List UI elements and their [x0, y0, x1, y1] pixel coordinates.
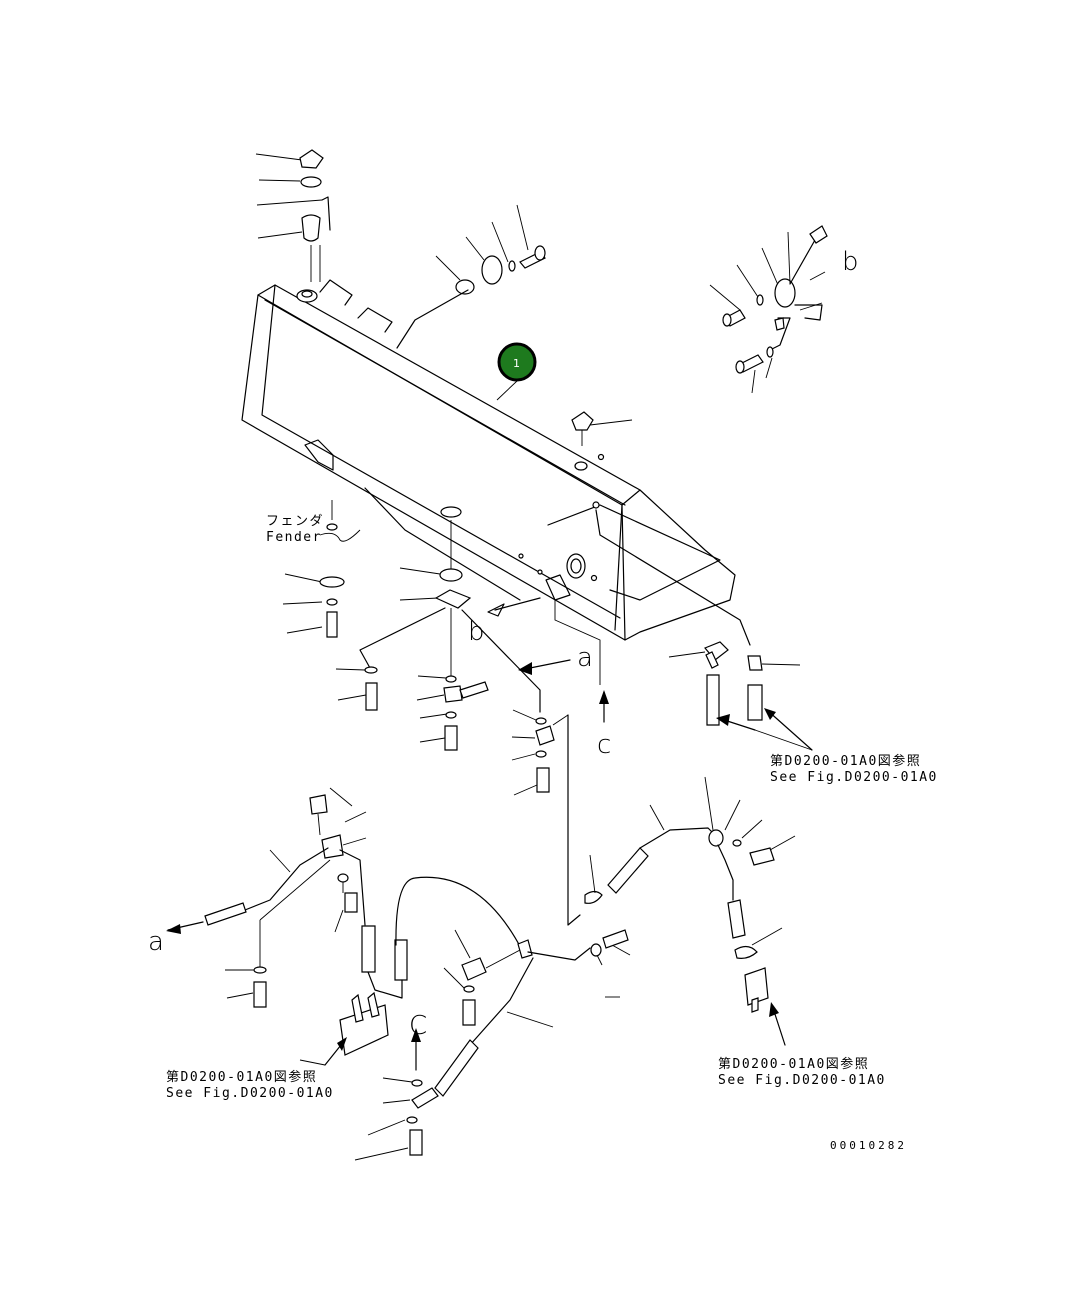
inspection-cover-assembly	[396, 204, 546, 349]
document-id: 00010282	[830, 1139, 907, 1152]
connection-letter-c: c	[597, 730, 611, 760]
connection-letter-b-mid: b	[468, 617, 485, 647]
hose-route-c	[554, 600, 601, 685]
callout-number: 1	[513, 357, 520, 370]
ref-label-a-en: See Fig.D0200-01A0	[770, 770, 938, 785]
connection-letter-a-top: a	[577, 643, 593, 673]
breather-cap	[571, 411, 633, 446]
bottom-center-bracket: C	[354, 929, 591, 1161]
connection-arrow-a: a	[518, 643, 593, 675]
valve-block-assembly: 第D0200-01A0図参照 See Fig.D0200-01A0	[166, 876, 523, 1101]
fender-label-jp: フェンダ	[266, 514, 324, 529]
suction-flange-assembly: b	[359, 506, 541, 713]
lower-left-hose-assembly: a	[148, 787, 367, 1008]
fuel-tank-body	[241, 279, 736, 641]
fender-mount: フェンダ Fender	[266, 500, 361, 638]
ref-label-c-en: See Fig.D0200-01A0	[166, 1086, 334, 1101]
right-side-fittings: 第D0200-01A0図参照 See Fig.D0200-01A0	[595, 509, 938, 785]
connection-letter-c-bottom: C	[409, 1011, 427, 1041]
filler-cap-assembly	[255, 149, 331, 282]
part-callout-1[interactable]: 1	[496, 342, 537, 401]
fender-label-en: Fender	[266, 530, 322, 545]
callout-marker	[497, 342, 537, 382]
connection-letter-b: b	[842, 247, 859, 277]
connection-letter-a-left: a	[148, 927, 164, 957]
right-fitting-stack	[511, 709, 569, 796]
ref-label-b-en: See Fig.D0200-01A0	[718, 1073, 886, 1088]
bottom-right-bolts	[590, 929, 631, 998]
ref-label-c-jp: 第D0200-01A0図参照	[166, 1069, 317, 1085]
long-vertical-hose	[567, 714, 603, 926]
center-fitting-stack	[416, 675, 489, 751]
ref-label-b-jp: 第D0200-01A0図参照	[718, 1056, 869, 1072]
fuel-level-sender-assembly: b	[709, 225, 859, 394]
ref-label-a-jp: 第D0200-01A0図参照	[770, 753, 921, 769]
connection-arrow-c: c	[597, 690, 611, 760]
left-bolt-stack	[335, 666, 378, 711]
lower-right-hose-assembly: 第D0200-01A0図参照 See Fig.D0200-01A0	[607, 776, 886, 1088]
